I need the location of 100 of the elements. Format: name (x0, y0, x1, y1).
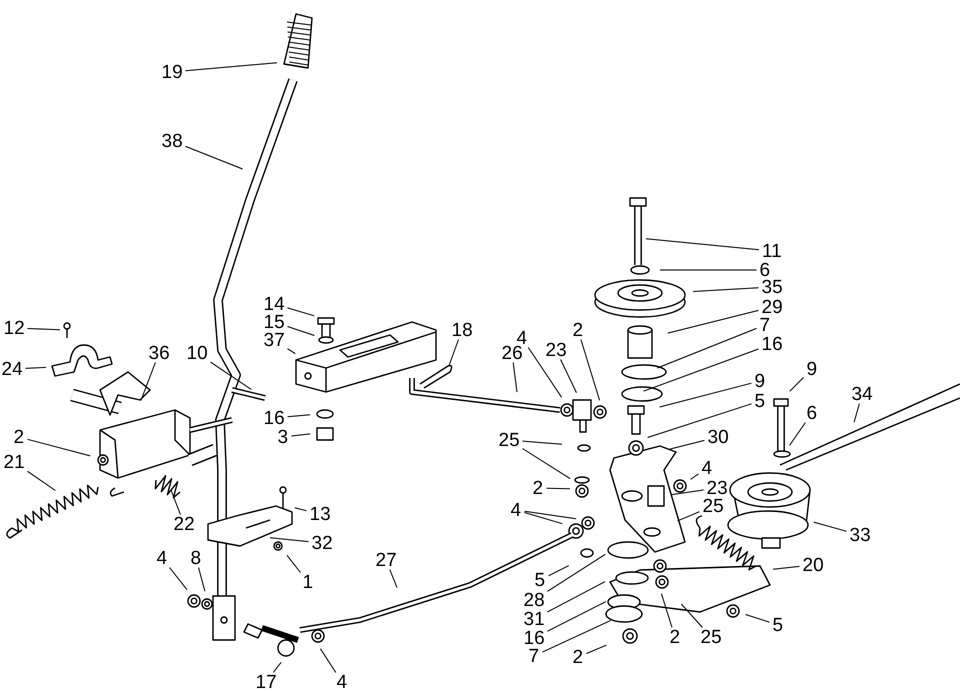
leader-line (287, 326, 315, 336)
callout-number: 25 (700, 628, 723, 646)
leader-line (667, 310, 759, 334)
leader-line (580, 339, 600, 401)
callout-number: 2 (532, 478, 544, 498)
leader-line (448, 339, 459, 367)
leader-line (522, 440, 562, 445)
leader-line (680, 604, 703, 628)
leader-line (185, 146, 244, 170)
leader-line (692, 287, 759, 292)
leader-line (170, 489, 181, 515)
callout-number: 5 (772, 616, 784, 634)
callout-number: 21 (2, 452, 26, 472)
leader-line (813, 522, 847, 532)
callout-number: 24 (0, 360, 24, 378)
leader-line (669, 440, 705, 450)
callout-number: 11 (761, 242, 783, 260)
leader-line (287, 348, 296, 354)
callout-number: 5 (754, 392, 766, 410)
callout-number: 4 (510, 500, 522, 520)
leader-line (546, 488, 570, 490)
leader-line (656, 328, 757, 368)
callout-number: 7 (758, 316, 772, 334)
callout-number: 12 (2, 318, 26, 338)
callout-number: 37 (262, 330, 286, 350)
callout-number: 23 (706, 478, 729, 498)
callout-number: 36 (148, 344, 171, 362)
leader-line (512, 362, 518, 393)
leader-line (287, 414, 310, 418)
leader-line (270, 537, 309, 542)
leader-line (524, 512, 563, 524)
leader-line (210, 362, 252, 390)
leader-line (169, 567, 188, 590)
callout-number: 17 (254, 672, 278, 691)
callout-number: 32 (310, 534, 334, 552)
leader-line (320, 648, 336, 673)
leader-line (547, 581, 606, 612)
callout-number: 4 (700, 458, 714, 478)
callout-number: 16 (760, 334, 784, 354)
leader-line (646, 238, 760, 250)
callout-number: 16 (262, 408, 286, 428)
callout-number: 35 (760, 278, 784, 296)
leader-line (286, 554, 301, 573)
leader-line (27, 470, 56, 491)
leader-line (660, 593, 672, 628)
leader-line (547, 554, 606, 592)
leader-line (547, 601, 606, 632)
leader-line (528, 347, 562, 398)
leader-line (647, 403, 752, 438)
callout-number: 10 (186, 344, 209, 362)
leader-line (524, 510, 577, 520)
leader-line (294, 507, 307, 512)
leader-line (548, 565, 570, 576)
callout-number: 33 (848, 526, 872, 544)
leader-line (854, 403, 860, 423)
callout-number: 27 (374, 550, 398, 570)
callout-number: 15 (262, 312, 286, 332)
leader-line (690, 473, 699, 480)
leader-line (389, 569, 398, 588)
callout-number: 28 (522, 590, 546, 610)
callout-number: 38 (160, 132, 184, 150)
callout-number: 2 (12, 428, 26, 446)
leader-line (772, 566, 800, 570)
leader-line (745, 614, 770, 623)
leader-line (676, 511, 700, 522)
callout-number: 25 (498, 430, 521, 450)
callout-number: 16 (522, 628, 546, 648)
leader-line (789, 377, 804, 392)
leader-line (287, 307, 315, 316)
callout-number: 2 (572, 320, 584, 340)
callout-number: 9 (754, 372, 766, 390)
leader-line (25, 366, 46, 369)
leader-line (522, 448, 571, 480)
callout-number: 22 (172, 514, 196, 534)
leader-line (140, 362, 156, 401)
leader-line (27, 438, 91, 456)
callout-number: 13 (308, 504, 332, 524)
callout-number: 34 (850, 384, 874, 404)
callout-number: 18 (450, 320, 474, 340)
callout-number: 14 (262, 294, 286, 314)
leader-line (560, 359, 577, 394)
callout-number: 2 (572, 648, 584, 666)
callout-number: 4 (336, 672, 348, 691)
callout-number: 8 (190, 548, 202, 568)
leader-line (789, 422, 806, 446)
callout-number: 9 (806, 360, 818, 378)
callout-number: 23 (544, 340, 568, 360)
leader-line (291, 433, 311, 436)
callout-number: 26 (500, 344, 524, 362)
leader-line (27, 328, 60, 330)
callout-number: 25 (702, 496, 725, 516)
leader-line (185, 62, 278, 72)
leader-line (643, 348, 759, 392)
callout-number: 19 (160, 62, 184, 82)
callout-number: 5 (534, 570, 546, 590)
callout-number: 29 (760, 298, 784, 316)
callout-number: 1 (302, 572, 314, 592)
callout-number: 20 (802, 556, 825, 574)
callout-number: 6 (806, 404, 818, 422)
leader-line (198, 567, 206, 592)
